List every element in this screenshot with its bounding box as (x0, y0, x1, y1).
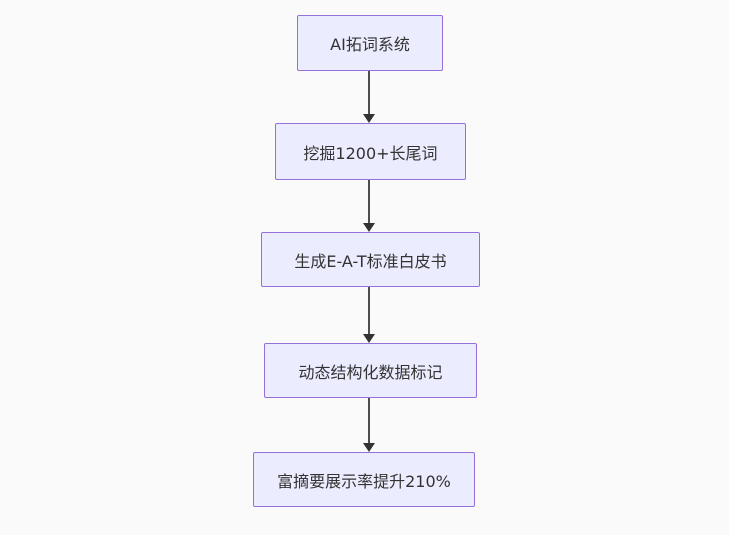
node-label: AI拓词系统 (330, 35, 410, 54)
edge-line (368, 71, 370, 114)
node-label: 动态结构化数据标记 (298, 362, 443, 382)
arrow-down-icon (363, 223, 375, 232)
node-label: 富摘要展示率提升210% (277, 471, 451, 491)
edge-line (368, 287, 370, 334)
flowchart-node-ai-word-system: AI拓词系统 (297, 15, 443, 71)
arrow-down-icon (363, 334, 375, 343)
arrow-down-icon (363, 114, 375, 123)
edge-b-to-c (363, 180, 375, 232)
flowchart-node-structured-data-markup: 动态结构化数据标记 (264, 343, 477, 398)
node-label: 挖掘1200+长尾词 (303, 143, 438, 163)
arrow-down-icon (363, 443, 375, 452)
flowchart-node-longtail-mining: 挖掘1200+长尾词 (275, 123, 466, 180)
edge-line (368, 180, 370, 223)
edge-a-to-b (363, 71, 375, 123)
edge-line (368, 398, 370, 443)
edge-c-to-d (363, 287, 375, 343)
node-label: 生成E-A-T标准白皮书 (294, 251, 447, 271)
flowchart-node-eat-whitepaper: 生成E-A-T标准白皮书 (261, 232, 480, 287)
edge-d-to-e (363, 398, 375, 452)
flowchart-node-rich-snippet-result: 富摘要展示率提升210% (253, 452, 475, 507)
